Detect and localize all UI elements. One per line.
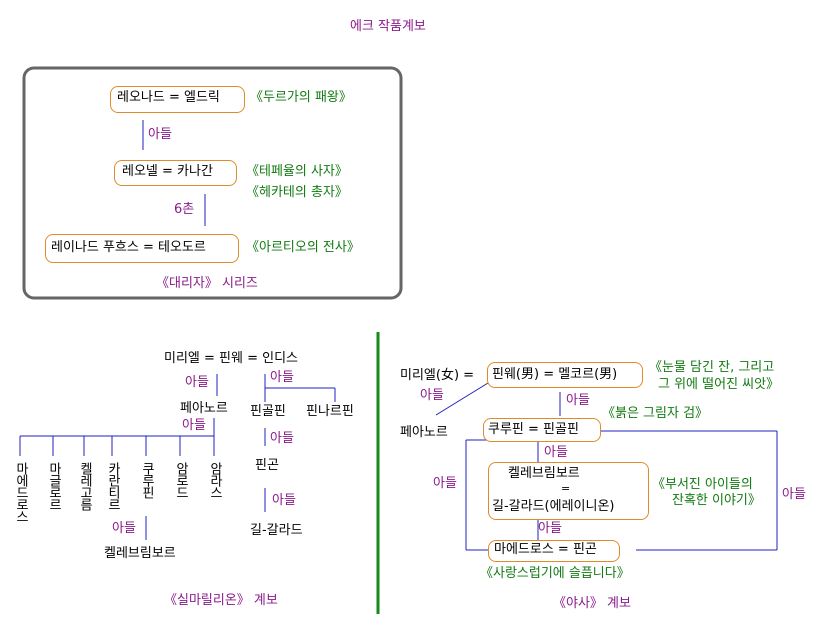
yasa-miriel: 미리엘(女) = [400,368,475,383]
yasa-cel-1: 켈레브림보르 [508,466,580,481]
yasa-cel-2: 길-갈라드(에레이니온) [492,499,615,514]
yasa-celebrimbor-box [488,462,649,520]
daerija-node-2: 레오넬 = 카나간 [122,164,213,179]
sil-son-maglor: 마글로르 [46,462,61,510]
sil-son-left: 아들 [185,375,209,390]
sil-son-right: 아들 [270,370,294,385]
yasa-line-diagonal [435,382,489,416]
sil-son-curufin: 쿠루핀 [139,462,154,498]
yasa-caption: 《야사》 계보 [553,596,631,611]
yasa-son-gil: 아들 [538,521,562,536]
daerija-caption: 《대리자》 시리즈 [156,276,258,291]
yasa-work-3b: 잔혹한 이야기》 [672,493,761,508]
daerija-node-1: 레오나드 = 엘드릭 [117,90,220,105]
daerija-work-3: 《아르티오의 전사》 [246,240,360,255]
yasa-son-cur: 아들 [544,445,568,460]
daerija-node-3-box [45,234,239,263]
sil-finarfin: 핀나르핀 [306,404,354,419]
sil-caption: 《실마릴리온》 계보 [164,593,278,608]
sil-gilgalad: 길-갈라드 [250,523,303,538]
sil-son-fingolfin: 아들 [270,431,294,446]
daerija-rel-1: 아들 [148,127,172,142]
sil-son-amrod: 암로드 [173,462,188,498]
sil-son-curufin-rel: 아들 [112,521,136,536]
yasa-top-box [487,362,643,388]
sil-son-amras: 암라스 [207,462,222,498]
page-title: 에크 작품계보 [350,19,426,34]
daerija-frame [22,66,403,300]
sil-fingon: 핀곤 [255,458,279,473]
yasa-maedhros: 마에드로스 = 핀곤 [494,542,597,557]
yasa-son-fea: 아들 [433,476,457,491]
daerija-node-2-box [114,160,237,186]
yasa-son-mid: 아들 [566,393,590,408]
yasa-top: 핀웨(男) = 멜코르(男) [492,367,618,382]
yasa-maedhros-box [488,540,620,562]
sil-feanor: 페아노르 [180,401,228,416]
sil-son-fingon: 아들 [272,493,296,508]
yasa-son-left: 아들 [420,388,444,403]
yasa-work-1a: 《눈물 담긴 잔, 그리고 [649,360,775,375]
yasa-work-4: 《사랑스럽기에 슬픕니다》 [480,566,630,581]
yasa-work-3a: 《부서진 아이들의 [652,477,753,492]
daerija-node-1-box [110,86,245,113]
yasa-son-right: 아들 [782,487,806,502]
daerija-node-3: 레이나드 푸흐스 = 테오도르 [51,240,206,255]
yasa-feanor: 페아노르 [400,425,448,440]
yasa-work-2: 《붉은 그림자 검》 [602,406,709,421]
daerija-work-2a: 《테페율의 사자》 [246,164,348,179]
sil-son-maedhros: 마에드로스 [13,462,28,522]
sil-top: 미리엘 = 핀웨 = 인디스 [164,351,298,366]
yasa-curufin: 쿠루핀 = 핀골핀 [488,422,579,437]
yasa-work-1b: 그 위에 떨어진 씨앗》 [658,377,780,392]
yasa-curufin-box [483,418,601,442]
daerija-rel-2: 6촌 [174,202,195,217]
sil-son-celegorm: 켈레고름 [77,462,92,510]
yasa-cel-eq: = [561,482,571,495]
sil-fingolfin: 핀골핀 [250,404,286,419]
sil-son-feanor: 아들 [182,418,206,433]
daerija-work-2b: 《헤카테의 총자》 [246,185,348,200]
sil-son-caranthir: 카란티르 [105,462,120,510]
daerija-work-1: 《두르가의 패왕》 [250,90,352,105]
sil-celebrimbor: 켈레브림보르 [104,546,176,561]
